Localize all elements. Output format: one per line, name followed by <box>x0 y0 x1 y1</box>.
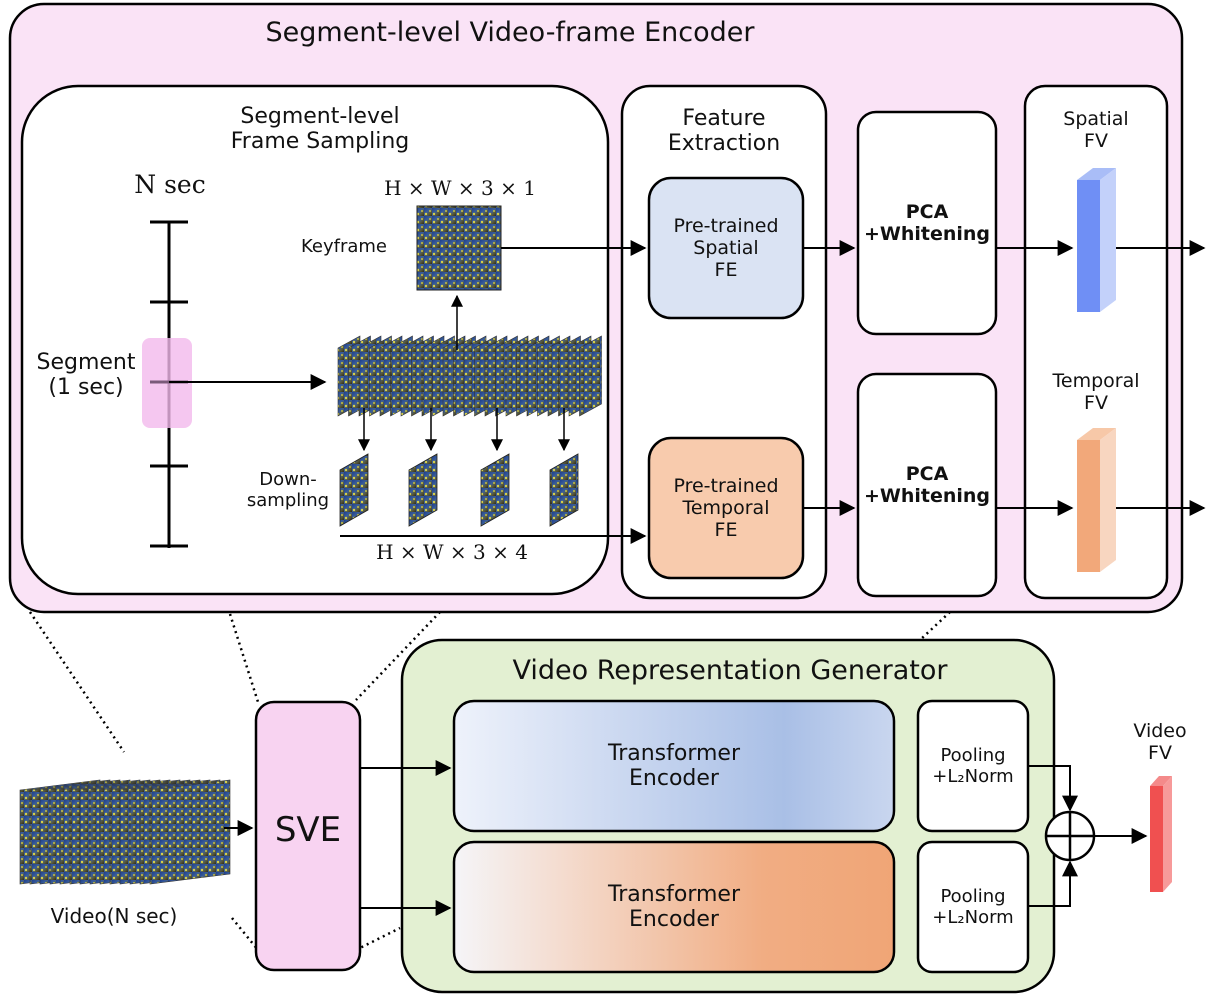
pool-bottom-to-sum-arrow <box>1028 860 1078 907</box>
sve-panel-title: Segment-level Video-frame Encoder <box>265 16 755 48</box>
video-label: Video(N sec) <box>50 904 178 928</box>
sampling-title: Segment-level Frame Sampling <box>230 104 410 154</box>
sve-block-label: SVE <box>274 810 342 850</box>
temporal-fe-label: Pre-trained Temporal FE <box>673 475 779 541</box>
transformer-encoder-temporal <box>452 840 896 974</box>
pca-temporal-label: PCA +Whitening <box>863 463 991 507</box>
pca-temporal-box <box>856 372 998 598</box>
transformer-top-label: Transformer Encoder <box>607 741 740 791</box>
keyframe-dims-label: H × W × 3 × 1 <box>384 176 536 200</box>
n-sec-label: N sec <box>134 169 206 199</box>
keyframe-image <box>416 205 502 291</box>
downsampling-label: Down- sampling <box>246 469 330 511</box>
frame-thumbnail <box>579 335 602 417</box>
pooling-top-label: Pooling +L₂Norm <box>932 745 1014 787</box>
downsampled-frames <box>339 453 579 527</box>
video-fv-label: Video FV <box>1133 720 1187 764</box>
sve-block <box>254 700 362 972</box>
pca-spatial-label: PCA +Whitening <box>863 201 991 245</box>
sum-operator-icon <box>1044 810 1096 862</box>
transformer-bottom-label: Transformer Encoder <box>607 882 740 932</box>
video-frame-stack <box>19 779 231 885</box>
pca-spatial-box <box>856 110 998 336</box>
downsample-arrows <box>358 408 570 452</box>
spatial-fv-label: Spatial FV <box>1063 108 1129 152</box>
spatial-fv-bar <box>1077 168 1116 312</box>
vrg-title: Video Representation Generator <box>512 654 948 686</box>
video-fv-bar <box>1150 776 1172 892</box>
spatial-fe-label: Pre-trained Spatial FE <box>673 215 779 281</box>
keyframe-label: Keyframe <box>300 235 387 257</box>
segment-label: Segment (1 sec) <box>36 350 136 400</box>
frame-thumbnail <box>149 779 231 885</box>
temporal-fv-label: Temporal FV <box>1052 370 1140 414</box>
temporal-fv-bar <box>1077 428 1116 572</box>
downsampled-dims-label: H × W × 3 × 4 <box>376 540 528 564</box>
pool-top-to-sum-arrow <box>1028 765 1078 812</box>
transformer-encoder-spatial <box>452 699 896 833</box>
zoom-dotted-lines <box>28 611 951 952</box>
segment-frame-stack <box>337 335 602 417</box>
pooling-bottom-label: Pooling +L₂Norm <box>932 886 1014 928</box>
feature-extraction-title: Feature Extraction <box>667 106 781 156</box>
fv-column-box <box>1023 84 1169 600</box>
